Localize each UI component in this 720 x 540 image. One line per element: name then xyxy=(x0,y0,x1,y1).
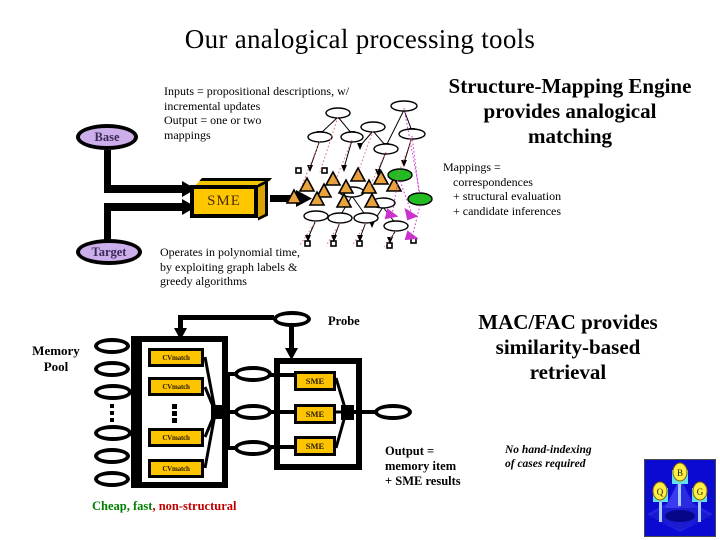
target-to-sme-vertical-connector xyxy=(104,207,111,243)
svg-text:Q: Q xyxy=(657,487,664,497)
inputs-line-1: Inputs = propositional descriptions, w/ xyxy=(164,84,350,98)
operates-line-1: Operates in polynomial time, xyxy=(160,245,300,259)
cvmatch-box-4[interactable]: CVmatch xyxy=(148,459,204,478)
candidate-ellipse-1[interactable] xyxy=(234,366,272,382)
cvmatch-box-2-label: CVmatch xyxy=(162,382,190,391)
probe-ellipse[interactable] xyxy=(273,311,311,327)
operates-line-2: by exploiting graph labels & xyxy=(160,259,298,274)
macfac-heading: MAC/FAC provides similarity-based retrie… xyxy=(418,310,718,385)
sme-box-front-face: SME xyxy=(190,185,258,218)
candidate-ellipse-3[interactable] xyxy=(234,440,272,456)
sme-bank-box-2-label: SME xyxy=(305,409,325,419)
inputs-line-2: incremental updates xyxy=(164,98,261,113)
operates-line-3: greedy algorithms xyxy=(160,274,247,288)
sme-mappings-text: Mappings = correspondences + structural … xyxy=(443,160,643,218)
sme-bank-box-3[interactable]: SME xyxy=(294,436,336,456)
base-node-label: Base xyxy=(94,129,120,144)
footer-sep-1: , xyxy=(126,499,133,513)
sme-inputs-text: Inputs = propositional descriptions, w/ … xyxy=(164,84,414,142)
target-to-sme-horizontal-connector xyxy=(104,203,186,211)
mappings-line-1: Mappings = xyxy=(443,160,501,174)
memory-pool-label-line-2: Pool xyxy=(43,359,69,374)
candidate-ellipse-2[interactable] xyxy=(234,404,272,420)
sme-heading-line-3: matching xyxy=(528,124,612,148)
macfac-heading-line-2: similarity-based xyxy=(495,335,641,359)
analogy-structure-clipart: B Q G xyxy=(644,459,716,537)
memory-item-ellipse-2[interactable] xyxy=(94,361,130,377)
base-to-sme-vertical-connector xyxy=(104,150,111,192)
inputs-line-3: Output = one or two xyxy=(164,113,262,127)
sme-engine-box[interactable]: SME xyxy=(190,178,273,221)
sme-bank-box-2[interactable]: SME xyxy=(294,404,336,424)
sme-bank-box-3-label: SME xyxy=(305,441,325,451)
memory-item-ellipse-4[interactable] xyxy=(94,425,132,441)
memory-item-ellipse-6[interactable] xyxy=(94,471,130,487)
sme-heading-line-1: Structure-Mapping Engine xyxy=(448,74,692,98)
base-node[interactable]: Base xyxy=(76,124,138,150)
cvmatch-box-2[interactable]: CVmatch xyxy=(148,377,204,396)
memory-item-ellipse-1[interactable] xyxy=(94,338,130,354)
footer-fast: fast xyxy=(132,499,153,513)
output-ellipse[interactable] xyxy=(374,404,412,420)
cheap-fast-nonstructural-footer: Cheap, fast, non-structural xyxy=(92,499,236,514)
memory-pool-label: Memory Pool xyxy=(18,343,94,375)
no-hand-indexing-line-2: of cases required xyxy=(505,458,586,470)
output-line-2: memory item xyxy=(385,459,457,473)
probe-label: Probe xyxy=(328,314,360,328)
sme-heading: Structure-Mapping Engine provides analog… xyxy=(420,74,720,149)
clipart-svg: B Q G xyxy=(645,460,715,536)
no-hand-indexing-text: No hand-indexing of cases required xyxy=(505,443,635,471)
mappings-line-4: + candidate inferences xyxy=(453,203,562,218)
target-node-label: Target xyxy=(91,244,127,259)
sme-bank-box-1[interactable]: SME xyxy=(294,371,336,391)
svg-text:B: B xyxy=(677,468,683,478)
page-title: Our analogical processing tools xyxy=(184,24,536,54)
inputs-line-4: mappings xyxy=(164,127,211,142)
cvmatch-box-3-label: CVmatch xyxy=(162,433,190,442)
sme-heading-line-2: provides analogical xyxy=(483,99,657,123)
output-line-1: Output = xyxy=(385,444,435,458)
memory-item-ellipse-3[interactable] xyxy=(94,384,132,400)
footer-cheap: Cheap xyxy=(92,499,127,513)
cvmatch-box-3[interactable]: CVmatch xyxy=(148,428,204,447)
sme-box-label: SME xyxy=(207,193,241,209)
macfac-output-text: Output = memory item + SME results xyxy=(385,444,505,489)
sme-operates-text: Operates in polynomial time, by exploiti… xyxy=(160,245,360,289)
sme-bank-box-1-label: SME xyxy=(305,376,325,386)
cvmatch-box-1[interactable]: CVmatch xyxy=(148,348,204,367)
memory-pool-label-line-1: Memory xyxy=(32,343,80,358)
macfac-heading-line-3: retrieval xyxy=(529,360,607,384)
mappings-line-3: + structural evaluation xyxy=(453,189,562,203)
macfac-heading-line-1: MAC/FAC provides xyxy=(478,310,658,334)
svg-text:G: G xyxy=(697,487,704,497)
cvmatch-box-1-label: CVmatch xyxy=(162,353,190,362)
footer-nonstructural: non-structural xyxy=(158,499,237,513)
footer-sep-2: , xyxy=(152,499,159,513)
output-line-3: + SME results xyxy=(385,474,461,488)
mappings-line-2: correspondences xyxy=(453,174,533,189)
base-to-sme-horizontal-connector xyxy=(104,185,186,193)
cvmatch-box-4-label: CVmatch xyxy=(162,464,190,473)
sme-box-side-face xyxy=(258,179,268,221)
memory-item-ellipse-5[interactable] xyxy=(94,448,130,464)
no-hand-indexing-line-1: No hand-indexing xyxy=(505,444,592,456)
